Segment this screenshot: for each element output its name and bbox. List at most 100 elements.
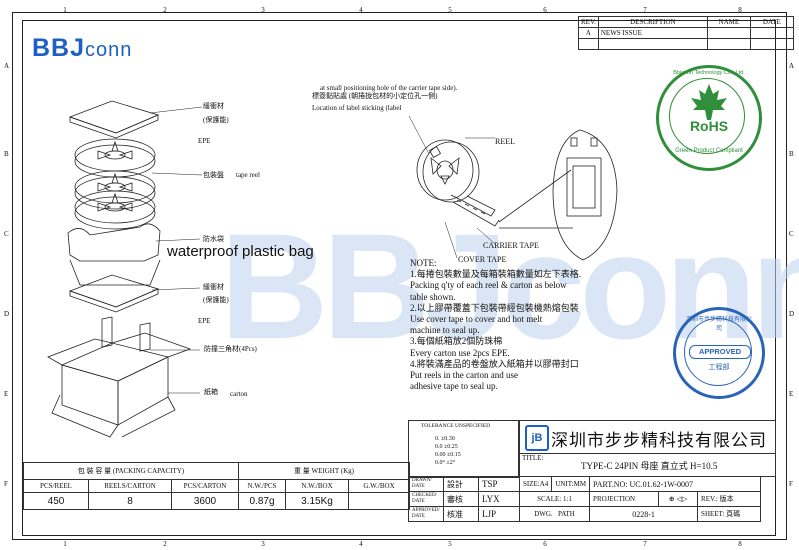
pcs-reel-header: PCS/REEL <box>23 479 89 493</box>
nw-pcs-header: N.W./PCS <box>238 479 286 493</box>
tolerance-row: 0.0 ±0.25 <box>435 444 458 450</box>
nw-box-value: 3.15Kg <box>285 492 349 510</box>
label-location-note: Location of label sticking (label <box>312 104 402 112</box>
carrier-tape-label: CARRIER TAPE <box>483 241 539 250</box>
nw-box-header: N.W./BOX <box>285 479 349 493</box>
check-cn: 審核 <box>443 491 479 507</box>
bottom-cushion-sub-label: (保護能) <box>203 296 229 304</box>
reels-carton-header: REELS/CARTON <box>88 479 172 493</box>
row-letter: B <box>789 150 794 158</box>
note-line: table shown. <box>410 291 456 302</box>
approved-text: APPROVED <box>689 345 751 359</box>
label-hole-note: at small positioning hole of the carrier… <box>320 84 458 92</box>
date-value <box>749 27 794 39</box>
column-number: 3 <box>261 540 265 548</box>
row-letter: A <box>4 62 10 70</box>
title-block-table: DRAWN/ DATE 設計 TSP SIZE:A4 UNIT:MM PART.… <box>408 476 762 522</box>
pcs-carton-value: 3600 <box>171 492 239 510</box>
column-number: 3 <box>261 6 265 14</box>
weight-caption: 重 量 WEIGHT (Kg) <box>238 462 410 480</box>
rohs-text: RoHS <box>689 118 729 134</box>
row-letter: B <box>4 150 9 158</box>
note-line: Put reels in the carton and use <box>410 370 518 381</box>
approved-seal: 深圳市步步精科技有限公司 APPROVED 工程部 <box>673 307 765 399</box>
scale-cell: SCALE: 1:1 <box>518 491 591 507</box>
name-value <box>706 27 751 39</box>
projection-symbol-icon: ⊕ ◁▷ <box>658 491 699 507</box>
column-number: 1 <box>63 540 67 548</box>
epe-bottom-label: EPE <box>198 317 211 325</box>
nw-pcs-value: 0.87g <box>238 492 286 510</box>
note-line: machine to seal up. <box>410 325 480 336</box>
title-box: TITLE: TYPE-C 24PIN 母座 直立式 H=10.5 <box>518 452 776 477</box>
label-hole-note-cn: 標簽黏貼處 (朝捲拢包材的小定位孔一側) <box>312 92 438 100</box>
reel-tape-drawing <box>408 115 618 261</box>
drawing-inner-border <box>22 20 776 536</box>
bottom-cushion-label: 緩衝材 <box>203 283 224 291</box>
tolerance-title: TOLERANCE UNSPECIFIED <box>421 423 491 429</box>
name-header: NAME <box>706 16 751 28</box>
tolerance-box: TOLERANCE UNSPECIFIED 0. ±0.30 0.0 ±0.25… <box>408 420 520 478</box>
column-number: 2 <box>163 6 167 14</box>
tolerance-row: 0. ±0.30 <box>435 436 455 442</box>
note-line: 1.每捲包裝數量及每箱裝箱數量如左下表格. <box>410 269 582 280</box>
row-letter: D <box>789 310 795 318</box>
sheet-cell: SHEET: 頁碼 <box>697 506 762 522</box>
row-letter: E <box>4 390 9 398</box>
reel-en-label: tape reel <box>236 171 260 179</box>
brand-logo-light: conn <box>85 39 133 61</box>
carton-cn-label: 紙箱 <box>204 388 218 396</box>
row-letter: F <box>4 480 8 488</box>
column-number: 4 <box>359 6 363 14</box>
design-cn: 設計 <box>443 476 479 492</box>
maple-leaf-icon <box>691 84 727 120</box>
check-name: LYX <box>478 491 520 507</box>
date-header: DATE <box>749 16 794 28</box>
top-cushion-shape <box>68 100 160 134</box>
note-line: Every carton use 2pcs EPE. <box>410 347 510 358</box>
column-number: 7 <box>643 540 647 548</box>
note-line: NOTE: <box>410 258 437 268</box>
dwg-number: 0228-1 <box>589 506 699 522</box>
row-letter: F <box>789 480 793 488</box>
brand-logo: BBJconn <box>32 34 132 63</box>
note-line: adhesive tape to seal up. <box>410 381 498 392</box>
company-header: jB 深圳市步步精科技有限公司 <box>518 420 776 454</box>
rohs-outer-text: Bbjconn Technology Co., Ltd. <box>673 70 745 76</box>
cover-tape-label: COVER TAPE <box>458 255 507 264</box>
description-value: NEWS ISSUE <box>597 27 708 39</box>
column-number: 5 <box>448 540 452 548</box>
drawing-frame <box>12 12 787 540</box>
bag-en-label: waterproof plastic bag <box>167 243 314 260</box>
checked-label: CHECKED/ DATE <box>408 491 444 507</box>
company-logo-icon: jB <box>525 425 549 451</box>
reels-carton-value: 8 <box>88 492 172 510</box>
exploded-packaging-drawing <box>47 100 203 438</box>
top-cushion-label: 緩衝材 <box>203 102 224 110</box>
pcs-carton-header: PCS/CARTON <box>171 479 239 493</box>
notes-block: NOTE: 1.每捲包裝數量及每箱裝箱數量如左下表格. Packing q'ty… <box>410 258 581 392</box>
approve-name: LJP <box>478 506 520 522</box>
column-number: 1 <box>63 6 67 14</box>
column-number: 5 <box>448 6 452 14</box>
dwg-label: DWG. <box>534 510 553 518</box>
column-number: 4 <box>359 540 363 548</box>
drawn-label: DRAWN/ DATE <box>408 476 444 492</box>
row-letter: D <box>4 310 10 318</box>
corner-protector-label: 防撞三角材(4Pcs) <box>204 345 257 353</box>
projection-cell: PROJECTION <box>589 491 660 507</box>
rev-value: A <box>578 27 599 39</box>
note-line: 4.將裝滿產品的卷盤放入紙箱并以膠帶封口 <box>410 358 579 369</box>
revision-table: REV. DESCRIPTION NAME DATE A NEWS ISSUE <box>578 16 794 50</box>
title-label: TITLE: <box>522 454 544 462</box>
rev-cell: REV.: 版本 <box>697 491 762 507</box>
epe-top-label: EPE <box>198 137 211 145</box>
approved-outer-text: 深圳市步步精科技有限公司 <box>685 317 752 332</box>
size-cell: SIZE:A4 <box>518 476 553 492</box>
note-line: Packing q'ty of each reel & carton as be… <box>410 280 567 291</box>
rohs-bottom-text: Green Product Compliant <box>675 148 743 154</box>
row-letter: C <box>789 230 794 238</box>
description-header: DESCRIPTION <box>597 16 708 28</box>
column-number: 8 <box>738 6 742 14</box>
row-letter: C <box>4 230 9 238</box>
